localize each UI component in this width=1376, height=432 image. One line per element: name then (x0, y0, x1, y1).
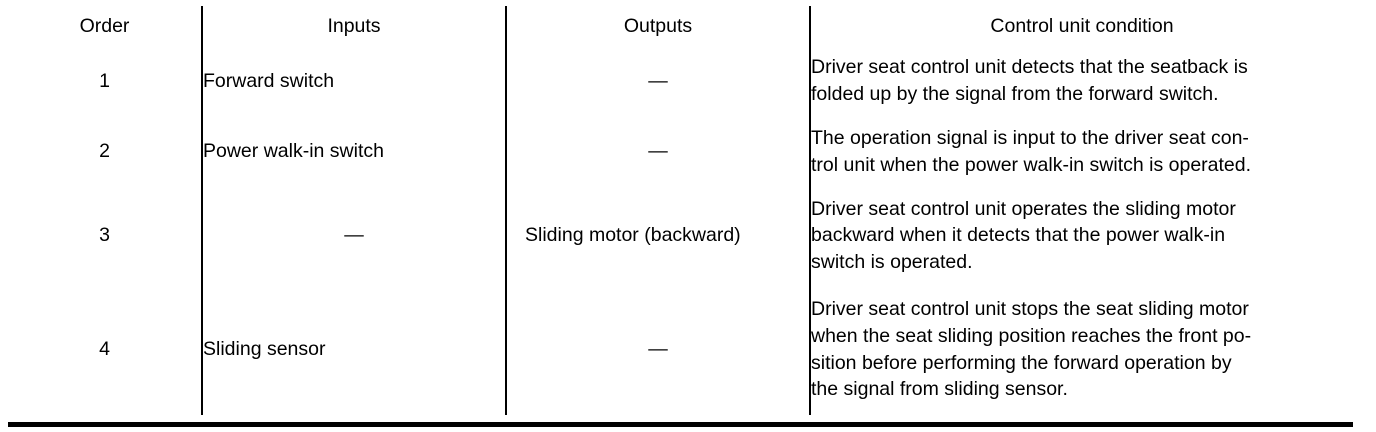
cell-order: 3 (99, 224, 110, 247)
cell-condition: Driver seat control unit stops the seat … (809, 284, 1353, 415)
table-bottom-rule (8, 422, 1353, 427)
condition-line: switch is operated. (811, 250, 973, 273)
condition-line: when the seat sliding position reaches t… (811, 324, 1252, 347)
table-row: 3 — Sliding motor (backward) Driver seat… (8, 187, 1353, 284)
table-row: 2 Power walk-in switch — The operation s… (8, 116, 1353, 187)
cell-condition: Driver seat control unit operates the sl… (809, 187, 1353, 284)
outputs-line: Sliding motor (525, 224, 639, 247)
cell-condition: The operation signal is input to the dri… (809, 116, 1353, 187)
cell-outputs: — (505, 116, 810, 187)
condition-line: sition before performing the forward ope… (811, 351, 1232, 374)
cell-outputs: Sliding motor (backward) (505, 187, 810, 284)
condition-line: Driver seat control unit detects that th… (811, 56, 1248, 79)
cell-condition: Driver seat control unit detects that th… (809, 46, 1353, 116)
cell-order: 4 (99, 338, 110, 361)
table-header-row: Order Inputs Outputs Control unit condit… (8, 6, 1353, 46)
column-header-outputs: Outputs (505, 6, 810, 46)
cell-inputs: Power walk-in switch (201, 116, 506, 187)
cell-inputs: Forward switch (201, 46, 506, 116)
condition-line: backward when it detects that the power … (811, 224, 1226, 247)
condition-line: Driver seat control unit stops the seat … (811, 298, 1249, 321)
condition-line: folded up by the signal from the forward… (811, 83, 1219, 105)
column-header-inputs: Inputs (201, 6, 506, 46)
table-row: 1 Forward switch — Driver seat control u… (8, 46, 1353, 116)
sequence-table: Order Inputs Outputs Control unit condit… (8, 6, 1353, 415)
cell-outputs: — (505, 284, 810, 415)
cell-order: 1 (99, 69, 110, 92)
column-header-order: Order (79, 14, 130, 37)
cell-inputs: — (201, 187, 506, 284)
table-row: 4 Sliding sensor — Driver seat control u… (8, 284, 1353, 415)
condition-line: The operation signal is input to the dri… (811, 126, 1249, 149)
outputs-line: (backward) (644, 224, 741, 247)
condition-line: Driver seat control unit operates the sl… (811, 197, 1236, 220)
condition-line: trol unit when the power walk-in switch … (811, 153, 1252, 176)
cell-order: 2 (99, 140, 110, 163)
column-header-condition: Control unit condition (809, 6, 1353, 46)
cell-inputs: Sliding sensor (201, 284, 506, 415)
condition-line: the signal from sliding sensor. (811, 378, 1068, 401)
cell-outputs: — (505, 46, 810, 116)
